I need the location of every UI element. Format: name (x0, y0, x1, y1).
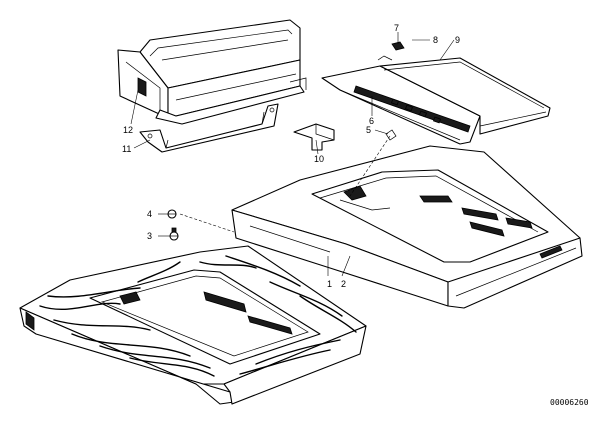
callout-4: 4 (147, 209, 152, 219)
diagram-reference-number: 00006260 (550, 398, 589, 407)
mounting-bracket-part (139, 103, 279, 153)
clip-part (391, 41, 405, 51)
callout-10: 10 (314, 154, 324, 164)
callout-9: 9 (455, 35, 460, 45)
wood-trim-panel-part (19, 245, 367, 405)
callout-1: 1 (327, 279, 332, 289)
screw-4-part (167, 209, 177, 219)
angle-bracket-part (293, 123, 335, 151)
lid-cover-part (321, 41, 551, 145)
callout-6: 6 (369, 116, 374, 126)
callout-2: 2 (341, 279, 346, 289)
callout-12: 12 (123, 125, 133, 135)
screw-3-part (169, 227, 179, 241)
callout-7: 7 (394, 23, 399, 33)
callout-3: 3 (147, 231, 152, 241)
leader-lines (130, 32, 455, 277)
storage-tray-part (117, 19, 307, 125)
callout-11: 11 (122, 144, 131, 154)
callout-8: 8 (433, 35, 438, 45)
center-console-part (231, 145, 583, 309)
callout-5: 5 (366, 125, 371, 135)
